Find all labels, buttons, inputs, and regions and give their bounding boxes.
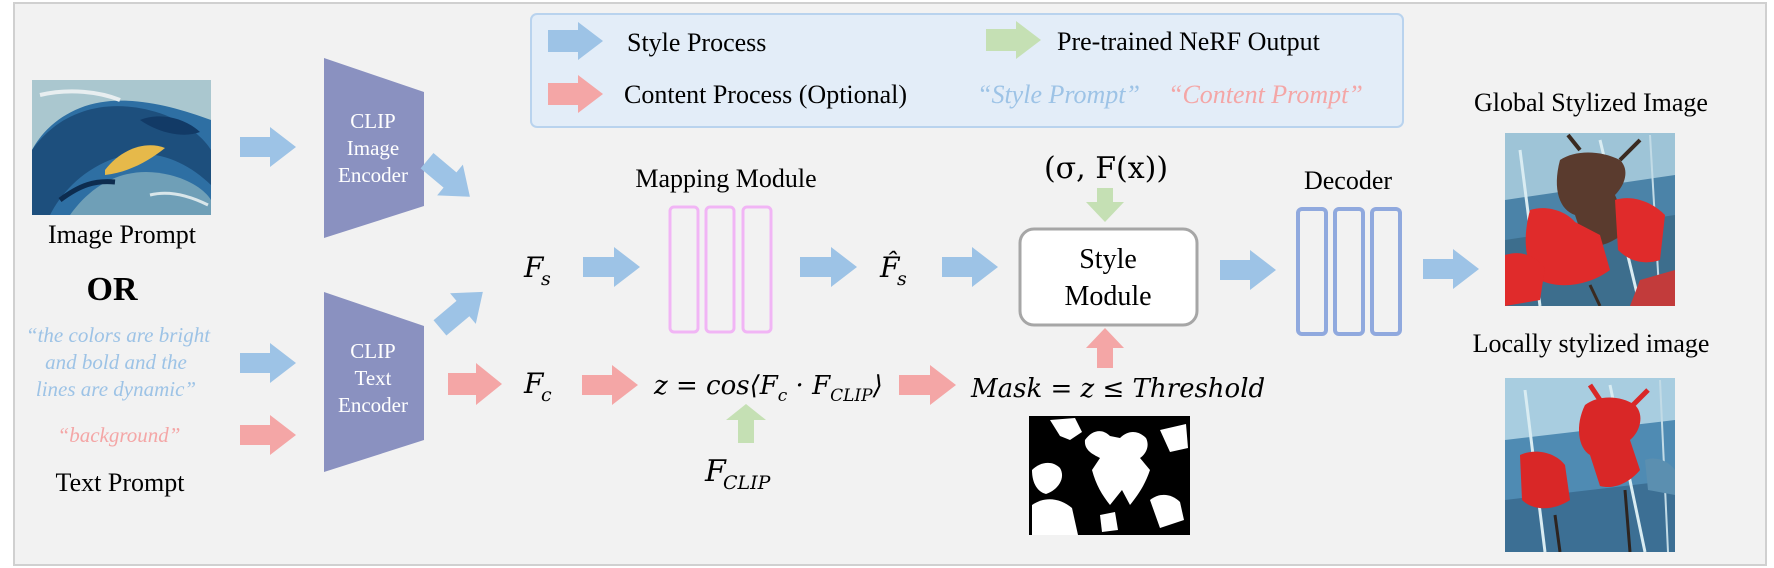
text-prompt-label: Text Prompt [56, 468, 186, 497]
mapping-layer-2 [704, 205, 736, 334]
image-prompt-label: Image Prompt [48, 220, 197, 249]
legend-style-arrow [548, 22, 603, 60]
svg-text:z = cos⟨Fc · FCLIP⟩: z = cos⟨Fc · FCLIP⟩ [653, 371, 883, 406]
clip-text-encoder [324, 292, 424, 472]
decoder-layer-1 [1296, 207, 1328, 336]
feature-fs: F s [523, 251, 551, 290]
legend-content-prompt: “Content Prompt” [1168, 80, 1363, 109]
global-stylized-image [1505, 133, 1675, 306]
or-label: OR [87, 271, 138, 308]
arrow-image-to-encoder [240, 127, 296, 167]
clip-text-encoder-l2: Text [354, 366, 391, 390]
locally-stylized-label: Locally stylized image [1473, 329, 1710, 358]
global-stylized-label: Global Stylized Image [1474, 88, 1708, 117]
arrow-content-to-encoder [240, 415, 296, 455]
arrow-decoder-to-output [1423, 249, 1479, 289]
mapping-module-title: Mapping Module [635, 164, 816, 193]
legend-content-process-label: Content Process (Optional) [624, 80, 907, 109]
svg-text:F: F [704, 454, 727, 489]
svg-text:s: s [541, 268, 551, 290]
content-text-background: “background” [58, 423, 181, 447]
arrow-style-module-to-decoder [1220, 250, 1276, 290]
legend-nerf-arrow [986, 21, 1041, 59]
arrow-text-encoder-to-fs [433, 291, 483, 336]
legend-content-arrow [548, 75, 603, 113]
arrow-text-encoder-to-fc [448, 363, 502, 405]
decoder-layer-2 [1333, 207, 1365, 336]
feature-fclip: F CLIP [704, 454, 772, 494]
style-module-line2: Module [1064, 281, 1151, 312]
arrow-fc-to-formula [582, 365, 638, 405]
clip-text-encoder-l3: Encoder [338, 393, 408, 417]
text-prompt-line3: lines are dynamic” [36, 377, 196, 401]
feature-fc: F c [523, 367, 552, 406]
arrow-nerf-to-style-module [1086, 188, 1124, 222]
arrow-mapping-to-fshat [800, 247, 857, 287]
svg-text:s: s [897, 268, 907, 290]
svg-text:c: c [541, 384, 552, 406]
legend: Style Process Content Process (Optional)… [530, 13, 1404, 128]
svg-text:F: F [523, 251, 545, 284]
arrow-fshat-to-style-module [942, 247, 998, 287]
mask-image [1029, 416, 1190, 535]
mapping-layer-1 [668, 205, 700, 334]
legend-style-prompt: “Style Prompt” [977, 80, 1140, 109]
style-module-line1: Style [1079, 244, 1137, 275]
svg-text:F̂: F̂ [879, 251, 901, 284]
arrow-fs-to-mapping [583, 247, 640, 287]
legend-style-process-label: Style Process [627, 28, 766, 57]
clip-image-encoder-l2: Image [347, 136, 399, 160]
mapping-layer-3 [741, 205, 773, 334]
sigma-fx-label: (σ, F(x)) [1044, 151, 1168, 186]
mask-formula: Mask = z ≤ Threshold [970, 374, 1265, 404]
clip-image-encoder-l1: CLIP [350, 109, 396, 133]
legend-pretrained-label: Pre-trained NeRF Output [1057, 27, 1321, 56]
image-prompt-painting [32, 80, 211, 215]
style-module-box [1018, 227, 1199, 327]
clip-image-encoder [324, 58, 424, 238]
locally-stylized-image [1505, 378, 1675, 552]
feature-fs-hat: F̂ s [879, 251, 907, 290]
decoder-layer-3 [1370, 207, 1402, 336]
text-prompt-line2: and bold and the [45, 350, 187, 374]
legend-box [530, 13, 1404, 128]
text-prompt-line1: “the colors are bright [26, 323, 211, 347]
clip-text-encoder-l1: CLIP [350, 339, 396, 363]
arrow-formula-to-mask [899, 365, 956, 405]
arrow-image-encoder-to-fs [420, 153, 470, 197]
formula-z: z = cos⟨Fc · FCLIP⟩ [653, 371, 883, 406]
clip-image-encoder-l3: Encoder [338, 163, 408, 187]
svg-text:F: F [523, 367, 545, 400]
arrow-mask-to-style-module [1086, 328, 1124, 368]
svg-text:CLIP: CLIP [723, 472, 772, 494]
decoder-title: Decoder [1304, 166, 1392, 195]
arrow-text-to-encoder [240, 343, 296, 383]
arrow-fclip-up [726, 404, 766, 443]
